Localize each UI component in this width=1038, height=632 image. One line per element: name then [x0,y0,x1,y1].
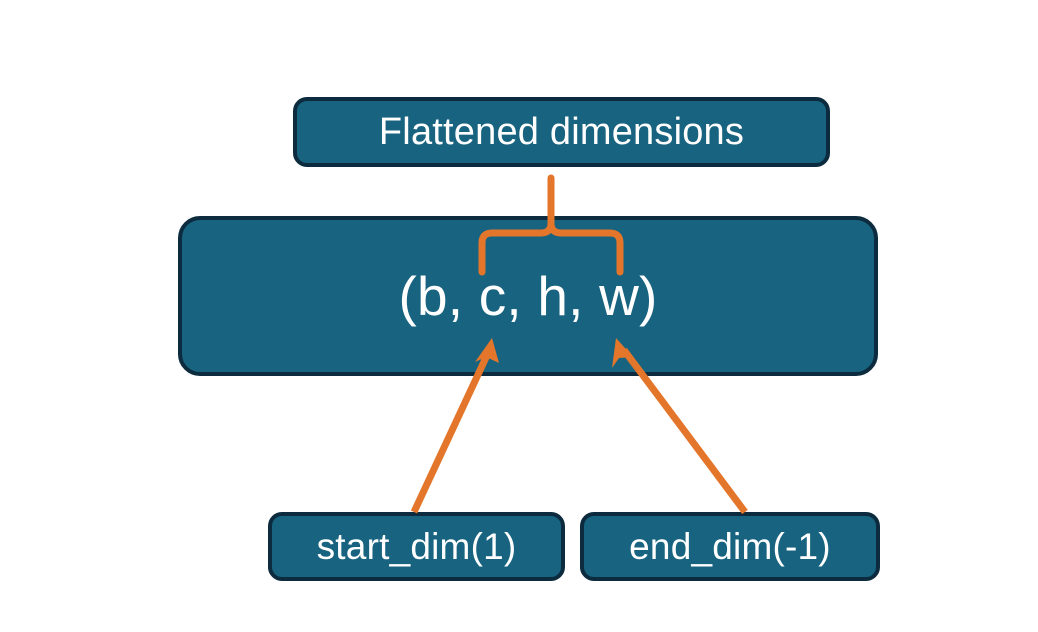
tensor-shape-tuple-box: (b, c, h, w) [178,216,878,376]
flattened-dimensions-box: Flattened dimensions [293,97,830,167]
start-dim-box: start_dim(1) [268,512,565,581]
start-dim-label: start_dim(1) [316,525,517,567]
flattened-dimensions-label: Flattened dimensions [378,110,745,153]
end-dim-label: end_dim(-1) [629,525,831,567]
tensor-shape-tuple-label: (b, c, h, w) [398,265,658,327]
end-dim-box: end_dim(-1) [580,512,880,581]
